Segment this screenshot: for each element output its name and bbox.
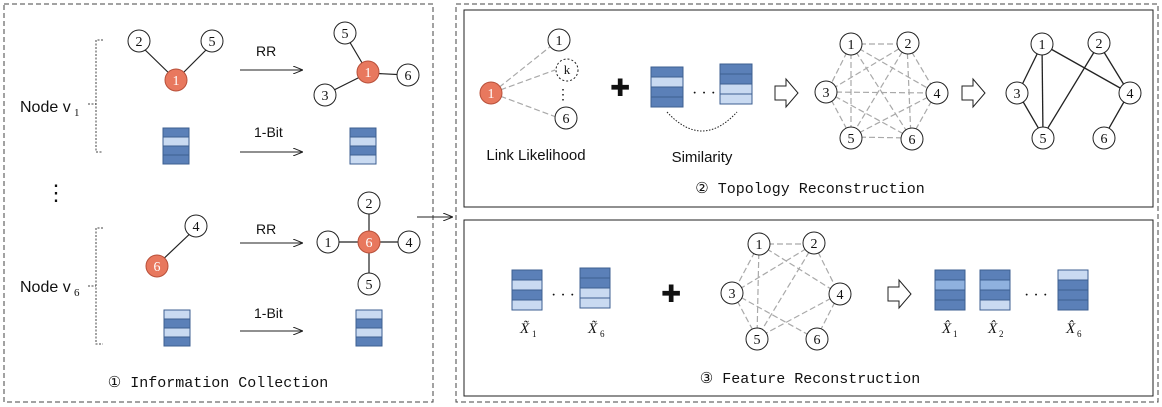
- svg-text:6: 6: [154, 260, 161, 275]
- panel2-title: ② Topology Reconstruction: [695, 181, 924, 198]
- svg-text:2: 2: [811, 237, 818, 252]
- panel3-title: ③ Feature Reconstruction: [700, 371, 920, 388]
- svg-text:1: 1: [556, 34, 563, 49]
- link-likelihood-label: Link Likelihood: [486, 147, 585, 164]
- graph-v1-perturbed: 5 6 3 1: [313, 21, 420, 107]
- x-hat-2-sub: 2: [999, 329, 1004, 339]
- x-hat-1-sub: 1: [953, 329, 958, 339]
- feature-x-hat-2: [979, 269, 1011, 311]
- x-tilde-1-label: X̃: [519, 321, 530, 337]
- svg-text:5: 5: [209, 35, 216, 50]
- plus-icon-topology: ✚: [610, 75, 630, 102]
- svg-text:5: 5: [342, 27, 349, 42]
- svg-text:1: 1: [488, 87, 495, 102]
- hollow-arrow-2: [961, 77, 986, 109]
- node-v6-sub: 6: [74, 287, 80, 299]
- panel-information-collection: [3, 3, 434, 403]
- similarity-arc: [666, 111, 738, 132]
- feature-x-tilde-1: [511, 269, 543, 311]
- svg-text:1: 1: [1039, 38, 1046, 53]
- svg-text:4: 4: [934, 87, 941, 102]
- svg-text:1: 1: [173, 74, 180, 89]
- svg-text:5: 5: [848, 132, 855, 147]
- feature-x-hat-1: [934, 269, 966, 311]
- svg-text:3: 3: [729, 287, 736, 302]
- x-hat-2-label: X̂: [987, 321, 998, 337]
- arrow-1bit-top-label: 1-Bit: [254, 124, 283, 140]
- arrow-rr-top-label: RR: [256, 43, 276, 59]
- feature-vector-v6-perturbed: [355, 309, 383, 347]
- feature-propagation-graph: 1 2 3 4 5 6: [720, 231, 852, 351]
- svg-text:1: 1: [365, 66, 372, 81]
- x-hat-1-label: X̂: [941, 321, 952, 337]
- graph-v6-original: 4 6: [145, 214, 208, 278]
- hollow-arrow-3: [887, 278, 912, 310]
- x-hat-dots: · · ·: [1024, 287, 1048, 304]
- x-hat-6-sub: 6: [1077, 329, 1082, 339]
- feature-vector-v1: [162, 127, 190, 165]
- svg-text:2: 2: [1096, 37, 1103, 52]
- svg-text:6: 6: [563, 112, 570, 127]
- x-hat-6-label: X̂: [1065, 321, 1076, 337]
- svg-text:1: 1: [756, 238, 763, 253]
- feature-x-hat-6: [1057, 269, 1089, 311]
- svg-text:⋮: ⋮: [556, 88, 570, 103]
- svg-text:6: 6: [909, 133, 916, 148]
- svg-text:3: 3: [322, 89, 329, 104]
- svg-text:2: 2: [136, 35, 143, 50]
- arrow-rr-bottom-label: RR: [256, 221, 276, 237]
- panel1-title: ① Information Collection: [108, 375, 328, 392]
- node-v6-label: Node v: [20, 279, 71, 296]
- bracket-v6: [88, 227, 103, 345]
- svg-text:1: 1: [848, 38, 855, 53]
- svg-text:3: 3: [823, 86, 830, 101]
- svg-text:6: 6: [366, 236, 373, 251]
- x-tilde-6-sub: 6: [600, 329, 605, 339]
- x-tilde-6-label: X̃: [587, 321, 598, 337]
- svg-text:4: 4: [193, 220, 200, 235]
- svg-text:6: 6: [1101, 132, 1108, 147]
- x-tilde-1-sub: 1: [532, 329, 537, 339]
- panel-reconstruction-outer: [455, 3, 1159, 403]
- similarity-feature-2: [719, 63, 753, 105]
- svg-text:6: 6: [814, 333, 821, 348]
- svg-text:4: 4: [837, 288, 844, 303]
- svg-text:5: 5: [366, 278, 373, 293]
- svg-text:3: 3: [1014, 87, 1021, 102]
- arrow-1bit-bottom-label: 1-Bit: [254, 305, 283, 321]
- feature-x-tilde-6: [579, 267, 611, 309]
- svg-text:2: 2: [366, 197, 373, 212]
- svg-text:4: 4: [406, 236, 413, 251]
- bracket-v1: [88, 39, 103, 153]
- panel-topology-reconstruction: [463, 9, 1154, 208]
- reconstructed-graph: 1 2 3 4 5 6: [1005, 31, 1142, 150]
- svg-text:4: 4: [1127, 87, 1134, 102]
- similarity-dots: · · ·: [692, 85, 716, 102]
- feature-vector-v1-perturbed: [349, 127, 377, 165]
- svg-text:k: k: [564, 62, 571, 77]
- graph-v6-perturbed: 2 1 4 5 6: [316, 191, 421, 296]
- graph-v1-original: 2 5 1: [127, 29, 224, 92]
- x-tilde-dots: · · ·: [551, 287, 575, 304]
- node-v1-sub: 1: [74, 107, 80, 119]
- link-likelihood-graph: 1 k ⋮ 6 1: [479, 28, 579, 130]
- similarity-label: Similarity: [672, 149, 733, 166]
- node-v1-label: Node v: [20, 99, 71, 116]
- vertical-ellipsis: ⋮: [45, 180, 67, 205]
- plus-icon-feature: ✚: [661, 281, 681, 308]
- svg-text:1: 1: [325, 236, 332, 251]
- panel-feature-reconstruction: [463, 219, 1154, 397]
- svg-text:5: 5: [754, 333, 761, 348]
- complete-candidate-graph: 1 2 3 4 5 6: [814, 31, 949, 151]
- svg-text:5: 5: [1040, 132, 1047, 147]
- svg-text:6: 6: [405, 69, 412, 84]
- svg-text:2: 2: [905, 37, 912, 52]
- hollow-arrow-1: [774, 77, 799, 109]
- similarity-feature-1: [650, 66, 684, 108]
- feature-vector-v6: [163, 309, 191, 347]
